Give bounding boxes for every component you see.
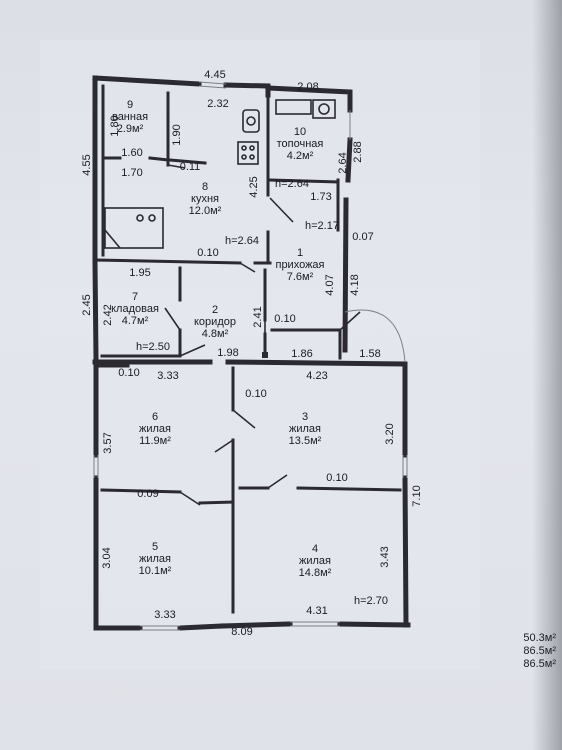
room-area: 14.8м²	[299, 567, 332, 579]
dimension-label: 0.09	[137, 488, 158, 500]
dimension-label: 1.73	[310, 191, 331, 203]
room-name: кухня	[191, 193, 219, 205]
room-name: жилая	[289, 423, 321, 435]
room-name: ванная	[112, 111, 148, 123]
area-totals: 50.3м² 86.5м² 86.5м²	[476, 632, 556, 671]
dimension-label: 3.20	[384, 423, 396, 444]
dimension-label: 2.45	[81, 294, 93, 315]
outer-walls	[92, 75, 411, 631]
interior-walls	[93, 84, 402, 614]
room-area: 10.1м²	[139, 565, 172, 577]
dimension-label: 3.57	[102, 432, 114, 453]
stove-icon	[237, 141, 259, 165]
dimension-label: 1.90	[171, 124, 183, 145]
room-area: 4.7м²	[122, 315, 149, 327]
dimension-label: 1.80	[109, 115, 121, 136]
room-number: 1	[297, 247, 303, 259]
room-number: 5	[152, 541, 158, 553]
fixtures	[104, 99, 336, 249]
dimension-label: 2.42	[102, 304, 114, 325]
room-area: 11.9м²	[139, 435, 171, 447]
counter-icon	[104, 207, 164, 249]
room-number: 6	[152, 411, 158, 423]
dimension-label: 4.55	[81, 154, 93, 175]
dimension-label: 3.04	[101, 547, 113, 568]
dimension-label: 3.33	[157, 370, 178, 382]
dimension-label: 2.88	[352, 141, 364, 162]
room-area: 13.5м²	[289, 435, 322, 447]
room-name: кладовая	[111, 303, 159, 315]
dimension-label: 7.10	[411, 485, 423, 506]
dimension-label: 1.86	[291, 348, 312, 360]
doors	[164, 164, 361, 506]
dimension-label: 2.08	[297, 81, 318, 93]
heater-icon	[312, 99, 336, 119]
dimension-label: h=2.50	[136, 341, 170, 353]
dimension-label: 0.10	[118, 367, 139, 379]
dimension-label: h=2.17	[305, 220, 339, 232]
dimension-label: 0.11	[180, 161, 201, 173]
dimension-label: 2.32	[207, 98, 228, 110]
room-number: 9	[127, 99, 133, 111]
room-name: коридор	[194, 316, 236, 328]
room-number: 3	[302, 411, 308, 423]
dimension-label: 0.10	[326, 472, 347, 484]
room-number: 7	[132, 291, 138, 303]
room-name: жилая	[139, 423, 171, 435]
dimension-label: 2.64	[337, 152, 349, 173]
dimension-label: 8.09	[231, 626, 252, 638]
dimension-label: 1.70	[121, 167, 142, 179]
room-number: 8	[202, 181, 208, 193]
area-total-general: 86.5м²	[476, 645, 556, 658]
dimension-label: 1.98	[217, 347, 238, 359]
dimension-label: 0.07	[352, 231, 373, 243]
dimension-label: 1.60	[121, 147, 142, 159]
dimension-label: 4.45	[204, 69, 225, 81]
dimension-label: h=2.70	[354, 595, 388, 607]
photo-shadow	[532, 0, 562, 750]
dimension-label: 1.58	[359, 348, 380, 360]
area-total-living: 50.3м²	[476, 632, 556, 645]
room-area: 7.6м²	[287, 271, 314, 283]
area-total-overall: 86.5м²	[476, 658, 556, 671]
dimension-label: 4.23	[306, 370, 327, 382]
windows	[93, 81, 408, 631]
room-number: 10	[294, 126, 306, 138]
dimension-label: h=2.64	[225, 235, 259, 247]
dimension-label: 4.18	[349, 274, 361, 295]
room-number: 2	[212, 304, 218, 316]
dimension-label: 0.10	[197, 247, 218, 259]
room-name: топочная	[277, 138, 324, 150]
dimension-label: 0.10	[274, 313, 295, 325]
room-area: 12.0м²	[189, 205, 222, 217]
dimension-label: h=2.64	[275, 178, 309, 190]
dimension-label: 3.43	[379, 546, 391, 567]
dimension-label: 1.95	[129, 267, 150, 279]
dimension-label: 4.25	[248, 176, 260, 197]
dimension-labels: 4.45 2.08 2.32 1.80 1.90 1.60 0.11 1.70 4.55 2.88…	[81, 69, 423, 638]
room-name: жилая	[299, 555, 331, 567]
dimension-label: 3.33	[154, 609, 175, 621]
room-area: 4.8м²	[202, 328, 229, 340]
bathtub-icon	[275, 99, 312, 115]
room-number: 4	[312, 543, 318, 555]
dimension-label: 0.10	[245, 388, 266, 400]
room-area: 4.2м²	[287, 150, 314, 162]
dimension-label: 4.07	[324, 274, 336, 295]
dimension-label: 4.31	[306, 605, 327, 617]
room-name: прихожая	[275, 259, 324, 271]
dimension-label: 2.41	[252, 306, 264, 327]
room-name: жилая	[139, 553, 171, 565]
room-area: 2.9м²	[117, 123, 144, 135]
boiler-icon	[242, 109, 260, 133]
